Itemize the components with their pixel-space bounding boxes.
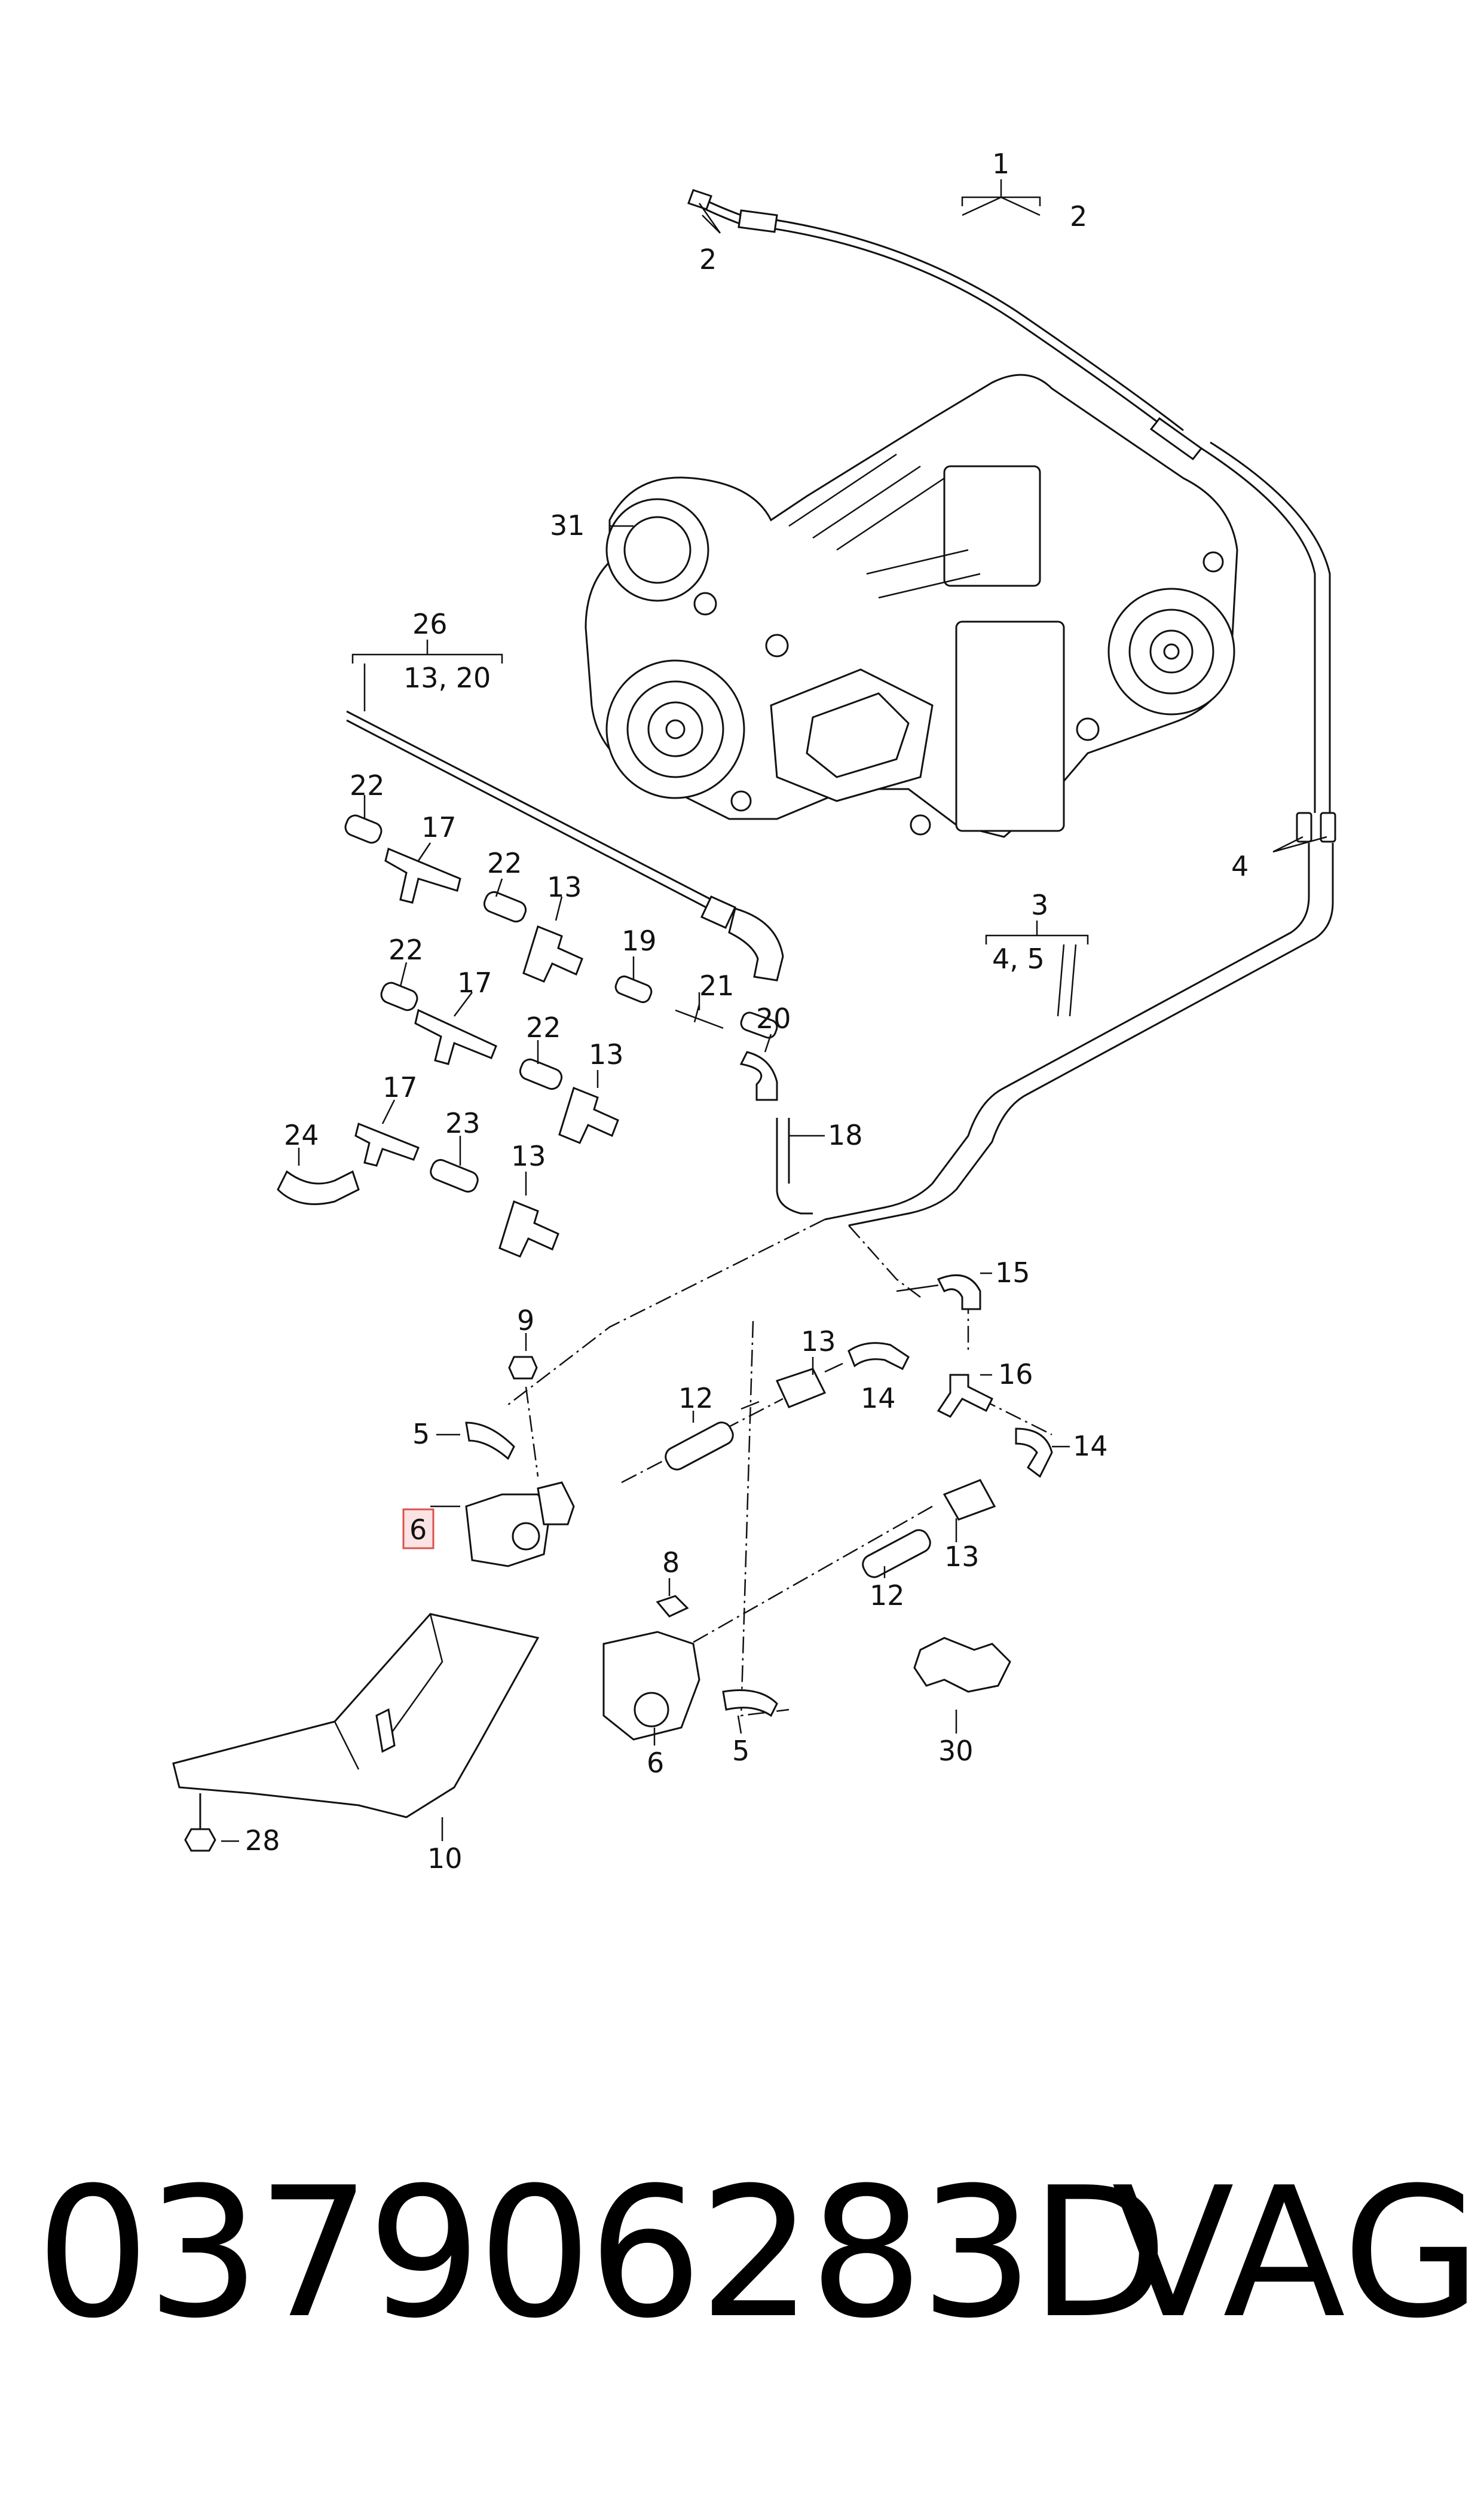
callout-22-a: 22 [350,769,385,802]
callout-8: 8 [662,1546,680,1579]
callout-16: 16 [998,1358,1033,1390]
callout-22-b: 22 [487,847,522,879]
callout-20: 20 [756,1002,791,1035]
callout-21: 21 [699,970,735,1002]
callout-13-c: 13 [511,1140,546,1172]
callout-labels: 1 2 2 31 26 13, 20 4 3 4, 5 22 17 22 13 … [245,148,1249,1875]
callout-31: 31 [550,509,585,542]
vacuum-line-assembly [687,189,1336,1227]
routing-lines [507,1218,1052,1717]
callout-13-b: 13 [589,1038,624,1071]
callout-17-b: 17 [457,967,492,999]
callout-15: 15 [995,1257,1030,1289]
callout-3: 3 [1031,889,1048,921]
callout-12-a: 12 [678,1382,714,1414]
callout-5-b: 5 [732,1735,749,1767]
part-number: 037906283D [36,2149,1168,2358]
callout-13-a: 13 [547,871,582,903]
callout-19: 19 [622,925,657,957]
callout-17-c: 17 [383,1071,418,1103]
callout-14-b: 14 [1073,1430,1108,1462]
callout-18: 18 [828,1119,863,1151]
rod-assembly-26 [346,710,784,982]
callout-10: 10 [427,1842,463,1875]
callout-13-20: 13, 20 [403,662,491,694]
callout-14-a: 14 [861,1382,896,1414]
callout-2-left: 2 [699,243,717,276]
callout-17-a: 17 [421,811,457,843]
callout-6-lower: 6 [647,1747,664,1779]
callout-4-5: 4, 5 [992,943,1045,975]
callout-23: 23 [445,1107,481,1139]
callout-30: 30 [938,1735,974,1767]
callout-28: 28 [245,1824,280,1857]
callout-22-c: 22 [388,934,424,966]
brand-name: VAG [1112,2149,1482,2358]
footer: 037906283D VAG [24,2149,1481,2358]
leader-lines [221,179,1327,1842]
transfer-case-illustration [585,374,1238,838]
callout-9: 9 [517,1304,534,1337]
callout-1: 1 [992,148,1009,180]
small-parts-group [277,814,813,1258]
callout-24: 24 [284,1119,319,1151]
valve-assembly [172,1274,1053,1852]
callout-13-e: 13 [944,1540,980,1573]
callout-2-right: 2 [1070,200,1087,233]
callout-6-highlighted: 6 [409,1514,427,1546]
callout-4: 4 [1231,850,1249,882]
callout-26: 26 [412,608,448,640]
callout-22-d: 22 [526,1011,561,1044]
callout-12-b: 12 [870,1579,905,1612]
callout-13-d: 13 [801,1325,836,1358]
highlight-box [402,1508,435,1549]
callout-5-a: 5 [412,1418,430,1450]
